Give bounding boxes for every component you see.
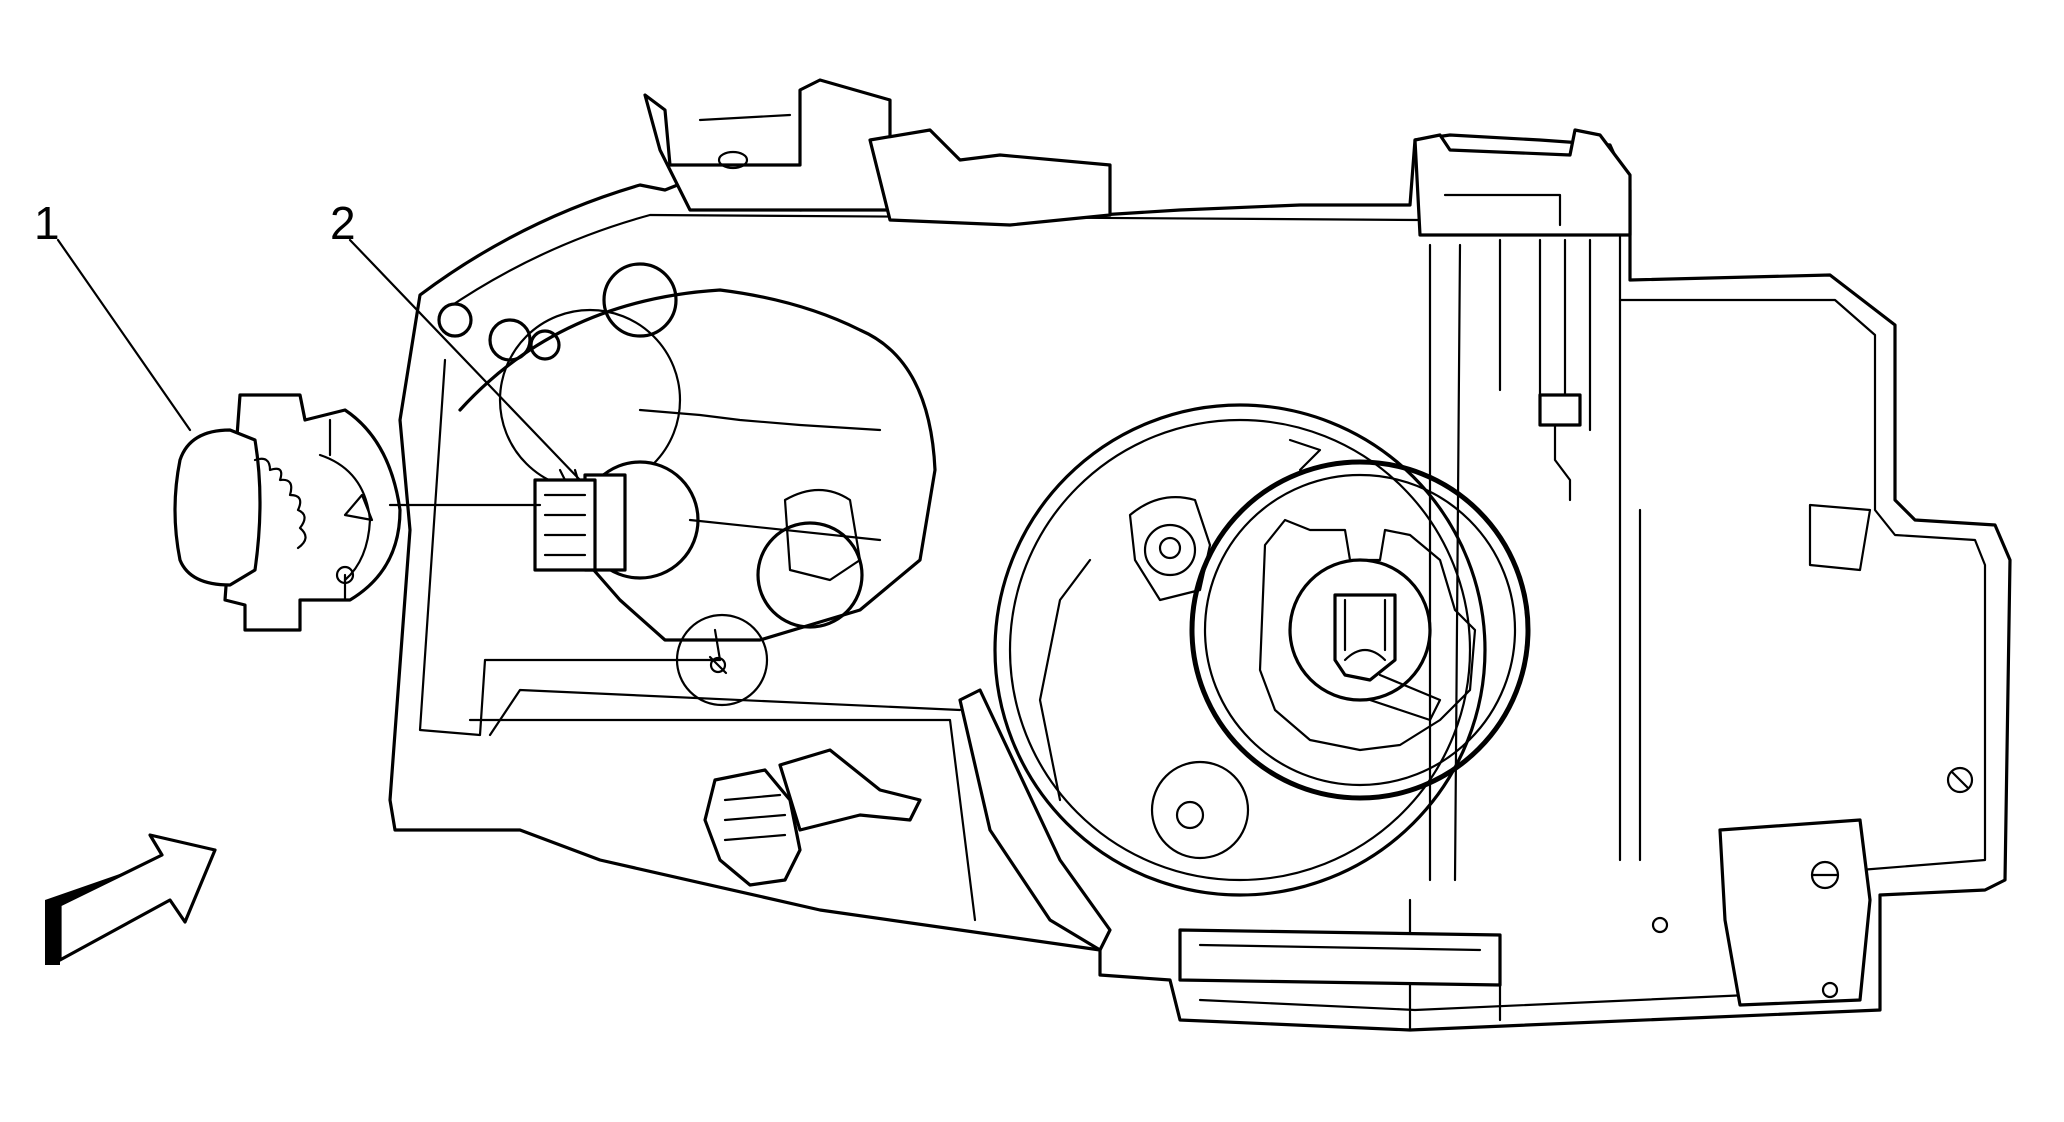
bulb-socket-cover	[173, 393, 402, 632]
view-direction-arrow-icon	[45, 833, 217, 965]
headlamp-housing	[388, 78, 2012, 1032]
bulb-and-socket	[533, 460, 700, 580]
callout-label-2: 2	[330, 197, 356, 249]
headlamp-reflector-bowl	[993, 403, 1531, 897]
callout-label-1: 1	[34, 197, 60, 249]
wiring-connector	[703, 688, 1112, 952]
callout-leader-lines	[56, 238, 882, 542]
